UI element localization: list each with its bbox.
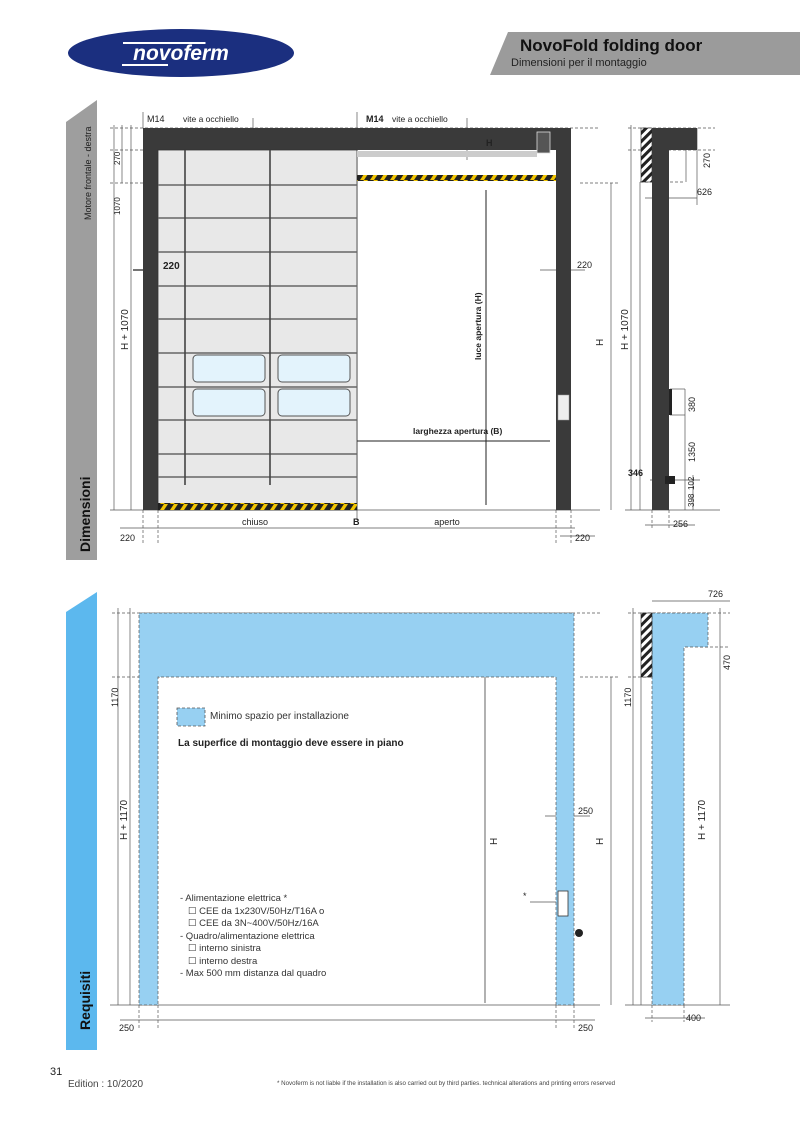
dim-1070: 1070: [113, 197, 122, 215]
label-eye-screw-left: vite a occhiello: [183, 114, 239, 124]
requirement-item: ☐ CEE da 1x230V/50Hz/T16A o: [188, 905, 325, 917]
req-dim-250-right: 250: [578, 806, 593, 816]
control-panel: [557, 394, 570, 421]
label-chiuso: chiuso: [242, 517, 268, 527]
mounting-note: La superfice di montaggio deve essere in…: [178, 738, 404, 749]
label-h-top: H: [486, 138, 493, 148]
label-h-right: H: [595, 339, 606, 346]
side-dim-400: 400: [686, 1013, 701, 1023]
side-dim-h-plus-1170: H + 1170: [697, 799, 708, 840]
page-number: 31: [50, 1066, 63, 1078]
side-dim-626: 626: [697, 187, 712, 197]
tab-sublabel: Motore frontale - destra: [83, 126, 93, 220]
closed-door-panels: [157, 149, 570, 511]
dim-220-bottom-right: 220: [575, 533, 590, 543]
side-dim-102: 102: [687, 476, 696, 490]
tab-label-dimensioni: Dimensioni: [77, 477, 93, 552]
side-dim-346: 346: [628, 468, 643, 478]
svg-text:novoferm: novoferm: [133, 42, 229, 65]
edition: Edition : 10/2020: [68, 1079, 144, 1090]
page-title: NovoFold folding door: [520, 36, 703, 55]
header-graphics: novoferm: [68, 29, 800, 77]
wall-hatch: [640, 127, 653, 183]
requirement-item: - Quadro/alimentazione elettrica: [180, 930, 315, 942]
label-m14-left: M14: [147, 114, 165, 124]
requirements-list: - Alimentazione elettrica * ☐ CEE da 1x2…: [180, 893, 326, 981]
tab-dimensioni: Motore frontale - destra Dimensioni: [66, 100, 97, 560]
legend-label: Minimo spazio per installazione: [210, 711, 349, 722]
dim-220-inner-right: 220: [577, 260, 592, 270]
novoferm-logo: novoferm: [68, 29, 294, 77]
label-aperto: aperto: [434, 517, 460, 527]
power-socket: [557, 890, 569, 917]
dim-270: 270: [113, 151, 122, 165]
requirement-item: - Max 500 mm distanza dal quadro: [180, 968, 327, 979]
label-m14-right: M14: [366, 114, 384, 124]
dim-220-inner-left: 220: [163, 261, 180, 272]
page-subtitle: Dimensioni per il montaggio: [511, 57, 647, 69]
req-dim-h-plus-1170: H + 1170: [119, 799, 130, 840]
tab-requisiti: Requisiti: [66, 592, 97, 1050]
req-h-center: H: [489, 838, 500, 845]
dim-h-plus-1070: H + 1070: [120, 309, 131, 350]
legend-swatch: [176, 707, 206, 727]
requirement-item: ☐ interno sinistra: [188, 943, 261, 954]
req-h-right: H: [595, 838, 606, 845]
side-dim-398: 398: [687, 493, 696, 507]
label-b: B: [353, 517, 360, 527]
side-dim-1170: 1170: [623, 688, 633, 707]
side-dim-256: 256: [673, 519, 688, 529]
side-dim-1350: 1350: [687, 442, 697, 462]
label-larghezza-apertura: larghezza apertura (B): [413, 426, 502, 436]
dim-220-bottom-left: 220: [120, 533, 135, 543]
installation-space-front: 1170 H + 1170 H H 250 250 250 *: [110, 608, 620, 1033]
requirement-item: ☐ interno destra: [188, 955, 258, 967]
side-view-top: 270 626 H + 1070 380 1350 346 102 398 25…: [620, 125, 720, 530]
req-dim-250-bottom-left: 250: [119, 1023, 134, 1033]
side-dim-726: 726: [708, 589, 723, 599]
side-dim-470: 470: [722, 655, 732, 670]
requirement-item: ☐ CEE da 3N~400V/50Hz/16A: [188, 918, 319, 929]
tab-label-requisiti: Requisiti: [77, 971, 93, 1030]
req-dim-1170: 1170: [110, 688, 120, 707]
requirement-item: - Alimentazione elettrica *: [180, 893, 288, 904]
header-banner: [490, 32, 800, 75]
req-asterisk: *: [523, 891, 527, 901]
motor-box: [536, 131, 551, 154]
side-dim-380: 380: [687, 397, 697, 412]
label-luce-apertura: luce apertura (H): [473, 292, 483, 360]
disclaimer: * Novoferm is not liable if the installa…: [277, 1080, 616, 1087]
installation-space-side: 726 470 1170 H + 1170 400: [623, 589, 732, 1023]
side-dim-270: 270: [702, 153, 712, 168]
req-dim-250-bottom-right: 250: [578, 1023, 593, 1033]
label-eye-screw-right: vite a occhiello: [392, 114, 448, 124]
side-dim-h-plus-1070: H + 1070: [620, 309, 631, 350]
